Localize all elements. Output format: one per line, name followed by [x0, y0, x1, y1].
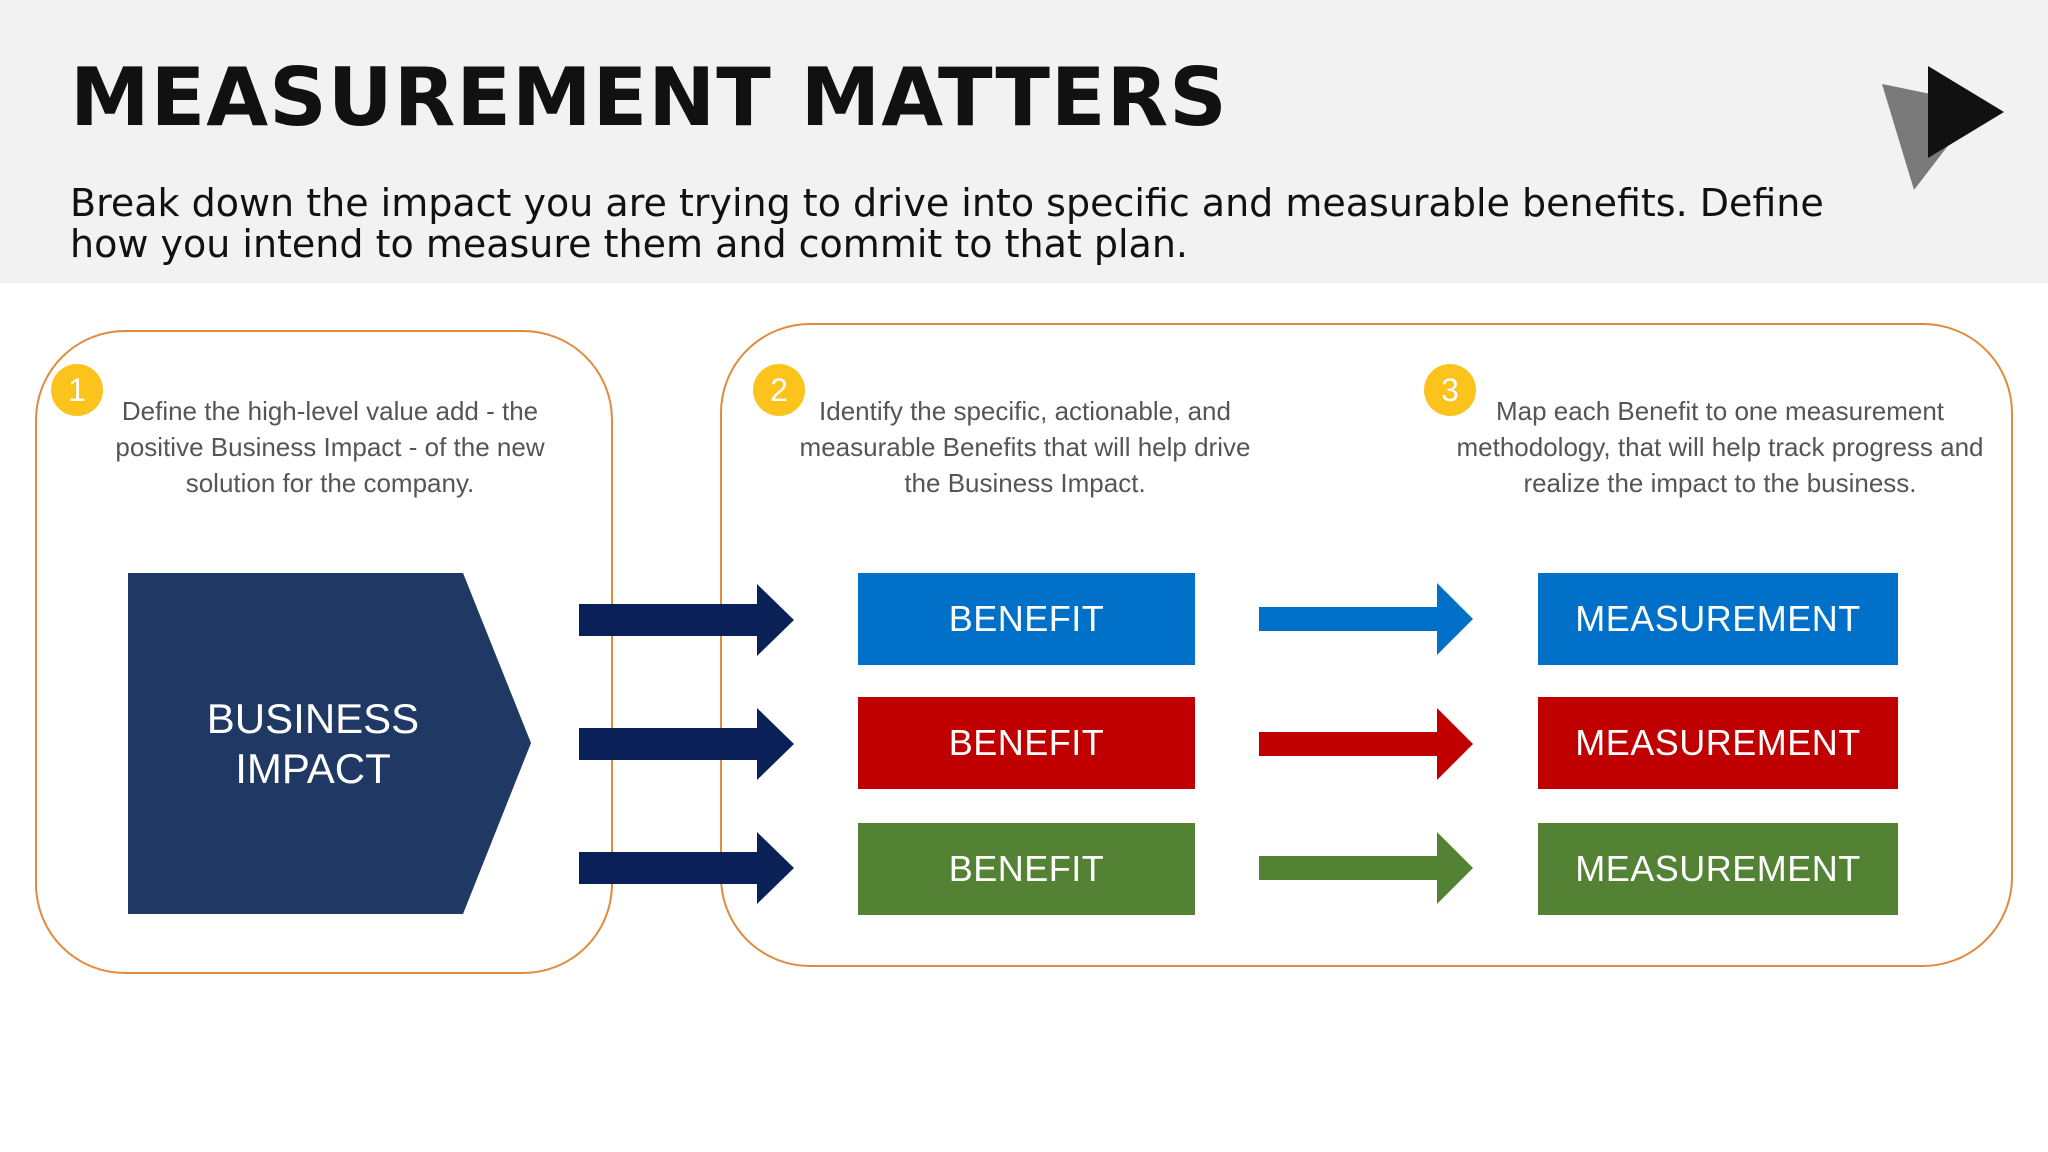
page-subtitle: Break down the impact you are trying to … [70, 181, 1824, 266]
business-impact-shape [128, 573, 531, 914]
step-2-badge: 2 [753, 364, 805, 416]
step-3-description: Map each Benefit to one measurement meth… [1456, 396, 1984, 498]
benefit-box-blue: BENEFIT [858, 573, 1195, 665]
step-1-panel [35, 330, 613, 974]
business-impact-label: BUSINESS IMPACT [128, 573, 498, 914]
impact-arrow-3 [579, 832, 794, 904]
benefit-box-red: BENEFIT [858, 697, 1195, 789]
logo-front-triangle [1928, 66, 2004, 158]
impact-arrow-2-shape [579, 708, 794, 780]
benefit-box-green: BENEFIT [858, 823, 1195, 915]
step-1-badge: 1 [51, 364, 103, 416]
impact-arrow-3-shape [579, 832, 794, 904]
benefit-arrow-red-shape [1259, 708, 1473, 780]
header-band [0, 0, 2048, 283]
measurement-box-blue: MEASUREMENT [1538, 573, 1898, 665]
step-2-description: Identify the specific, actionable, and m… [799, 396, 1251, 498]
measurement-box-green: MEASUREMENT [1538, 823, 1898, 915]
page-title: MEASUREMENT MATTERS [70, 51, 1228, 144]
benefit-arrow-blue-shape [1259, 583, 1473, 655]
measurement-box-red: MEASUREMENT [1538, 697, 1898, 789]
benefit-arrow-red [1259, 708, 1473, 780]
steps-2-3-panel [720, 323, 2013, 967]
step-3-badge: 3 [1424, 364, 1476, 416]
business-impact-chevron [128, 573, 531, 914]
step-1-description: Define the high-level value add - the po… [115, 396, 545, 498]
play-triangle-logo-icon [1882, 66, 2004, 190]
benefit-arrow-green [1259, 832, 1473, 904]
benefit-arrow-green-shape [1259, 832, 1473, 904]
business-impact-line-1: BUSINESS [206, 694, 420, 742]
impact-arrow-1-shape [579, 584, 794, 656]
business-impact-line-2: IMPACT [235, 744, 391, 792]
impact-arrow-1 [579, 584, 794, 656]
impact-arrow-2 [579, 708, 794, 780]
benefit-arrow-blue [1259, 583, 1473, 655]
